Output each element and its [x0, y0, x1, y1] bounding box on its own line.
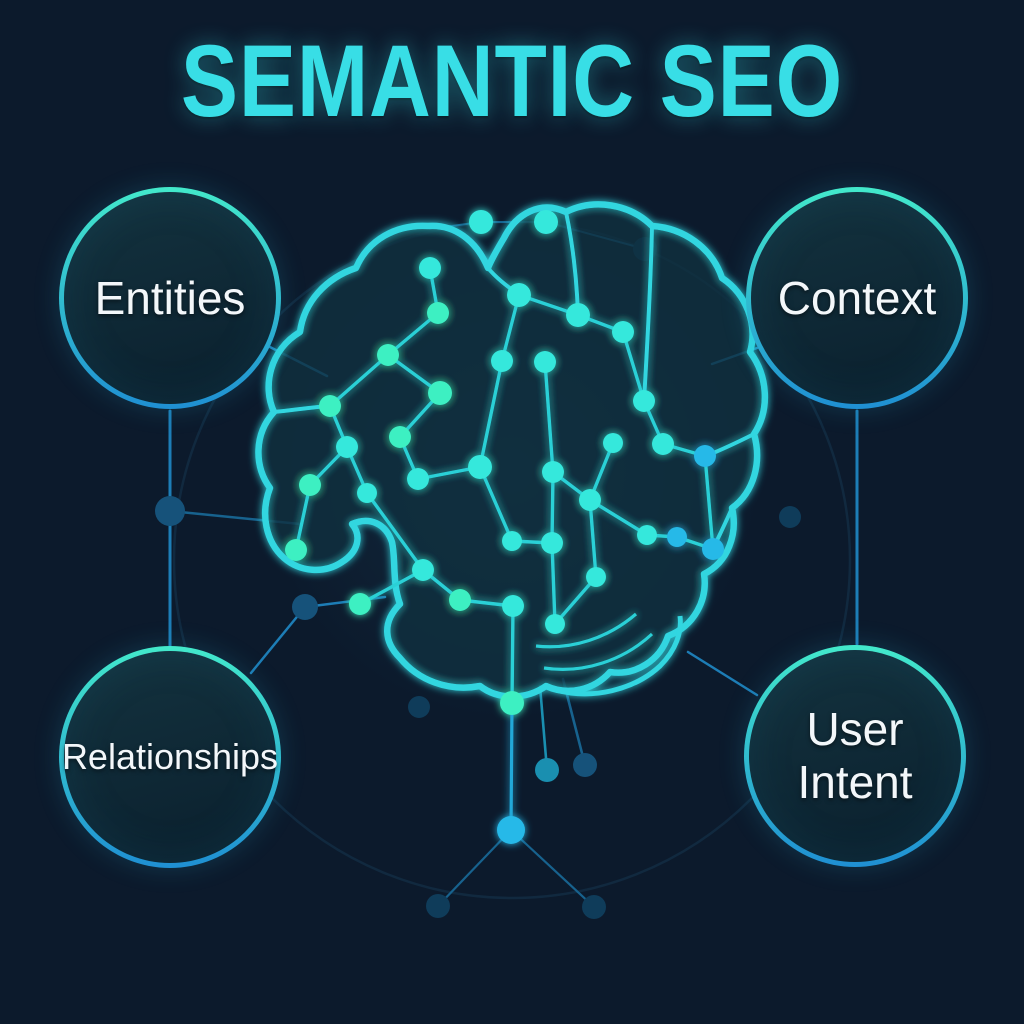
net-node-n22 — [579, 489, 601, 511]
net-node-s1 — [500, 691, 524, 715]
concept-circle-entities: Entities — [59, 187, 281, 409]
concept-circle-relationships: Relationships — [59, 646, 281, 868]
net-node-n29 — [349, 593, 371, 615]
net-node-n3 — [427, 302, 449, 324]
net-node-d1 — [426, 894, 450, 918]
concept-circle-user-intent: User Intent — [744, 645, 966, 867]
net-node-n17 — [603, 433, 623, 453]
net-node-n13 — [336, 436, 358, 458]
net-node-n20 — [357, 483, 377, 503]
net-edge — [686, 650, 759, 697]
net-node-n1 — [419, 257, 441, 279]
net-node-s4 — [573, 753, 597, 777]
brain-cerebellum — [555, 615, 683, 697]
concept-label-user-intent: User Intent — [797, 703, 913, 808]
net-node-n7 — [491, 350, 513, 372]
brain-sulcus — [642, 225, 654, 402]
net-edge — [621, 330, 646, 403]
net-node-n16 — [542, 461, 564, 483]
net-edge — [550, 470, 555, 545]
net-node-d6 — [155, 496, 185, 526]
net-node-n12 — [652, 433, 674, 455]
net-edge — [538, 684, 549, 772]
net-node-n28 — [412, 559, 434, 581]
net-node-a2 — [534, 210, 558, 234]
net-edge — [478, 465, 514, 543]
net-edge — [249, 605, 307, 675]
net-edge — [588, 498, 649, 537]
net-node-s3 — [535, 758, 559, 782]
net-node-n34 — [586, 567, 606, 587]
net-edge — [550, 541, 557, 626]
concept-label-entities: Entities — [94, 271, 246, 324]
net-node-n18 — [299, 474, 321, 496]
net-edge — [365, 491, 425, 572]
net-edge — [358, 568, 425, 606]
net-edge — [436, 828, 513, 908]
net-node-n23 — [541, 532, 563, 554]
net-node-n24 — [502, 531, 522, 551]
net-node-n11 — [633, 390, 655, 412]
net-node-n27 — [285, 539, 307, 561]
net-edge — [510, 604, 515, 705]
net-node-d4 — [779, 506, 801, 528]
net-node-n14 — [389, 426, 411, 448]
net-node-n21 — [694, 445, 716, 467]
cerebellum-ridge — [535, 612, 638, 649]
net-node-n19 — [407, 468, 429, 490]
net-node-d2 — [582, 895, 606, 919]
net-node-n2 — [507, 283, 531, 307]
net-node-n33 — [702, 538, 724, 560]
concept-label-context: Context — [777, 271, 937, 324]
net-edge — [543, 360, 555, 474]
net-node-d3 — [408, 696, 430, 718]
net-node-n31 — [502, 595, 524, 617]
net-edge — [328, 353, 390, 408]
brain-network-layer — [255, 201, 768, 844]
net-edge — [703, 454, 715, 551]
page-title: SEMANTIC SEO — [180, 24, 844, 138]
net-node-n15 — [468, 455, 492, 479]
net-node-n30 — [449, 589, 471, 611]
net-node-n6 — [377, 344, 399, 366]
net-edge — [588, 498, 598, 579]
net-node-s2 — [497, 816, 525, 844]
net-edge — [553, 575, 598, 626]
net-node-n32 — [545, 614, 565, 634]
net-edge — [509, 828, 596, 909]
net-node-a1 — [469, 210, 493, 234]
net-edge — [294, 483, 312, 552]
net-node-n10 — [428, 381, 452, 405]
net-node-n5 — [612, 321, 634, 343]
concept-circle-context: Context — [746, 187, 968, 409]
cerebellum-ridge — [543, 632, 654, 671]
net-edge — [478, 359, 504, 469]
brain-outline — [255, 201, 768, 700]
net-node-n26 — [667, 527, 687, 547]
net-node-n9 — [319, 395, 341, 417]
net-node-n4 — [566, 303, 590, 327]
net-edge — [509, 701, 514, 832]
concept-label-relationships: Relationships — [61, 736, 279, 778]
net-node-n25 — [637, 525, 657, 545]
net-node-n8 — [534, 351, 556, 373]
net-node-d5 — [292, 594, 318, 620]
